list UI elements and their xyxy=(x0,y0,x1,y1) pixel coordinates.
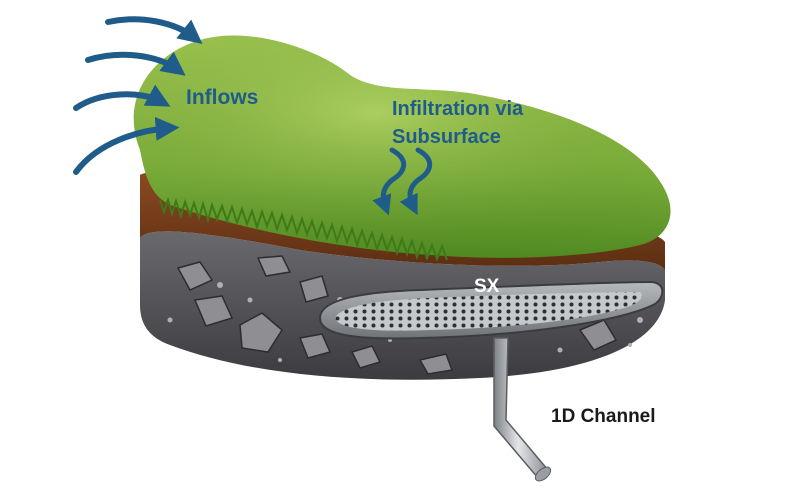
sx-label: SX xyxy=(474,276,500,297)
inflows-label: Inflows xyxy=(186,86,258,109)
infiltration-label-line1: Infiltration via xyxy=(392,98,524,120)
outlet-pipe xyxy=(493,337,552,482)
inflow-arrows xyxy=(73,16,203,175)
inflow-arrow-icon xyxy=(73,116,180,175)
infiltration-arrow-icon xyxy=(372,147,407,216)
inflow-arrow-icon xyxy=(73,84,171,111)
infiltration-arrows xyxy=(372,147,433,216)
channel-label: 1D Channel xyxy=(551,406,656,427)
inflow-arrow-icon xyxy=(85,51,186,76)
sx-perforated-pipe xyxy=(318,280,664,340)
grass-layer xyxy=(133,35,671,262)
infiltration-label-line2: Subsurface xyxy=(392,126,501,148)
inflow-arrow-icon xyxy=(105,16,203,44)
infiltration-arrow-icon xyxy=(399,147,433,216)
